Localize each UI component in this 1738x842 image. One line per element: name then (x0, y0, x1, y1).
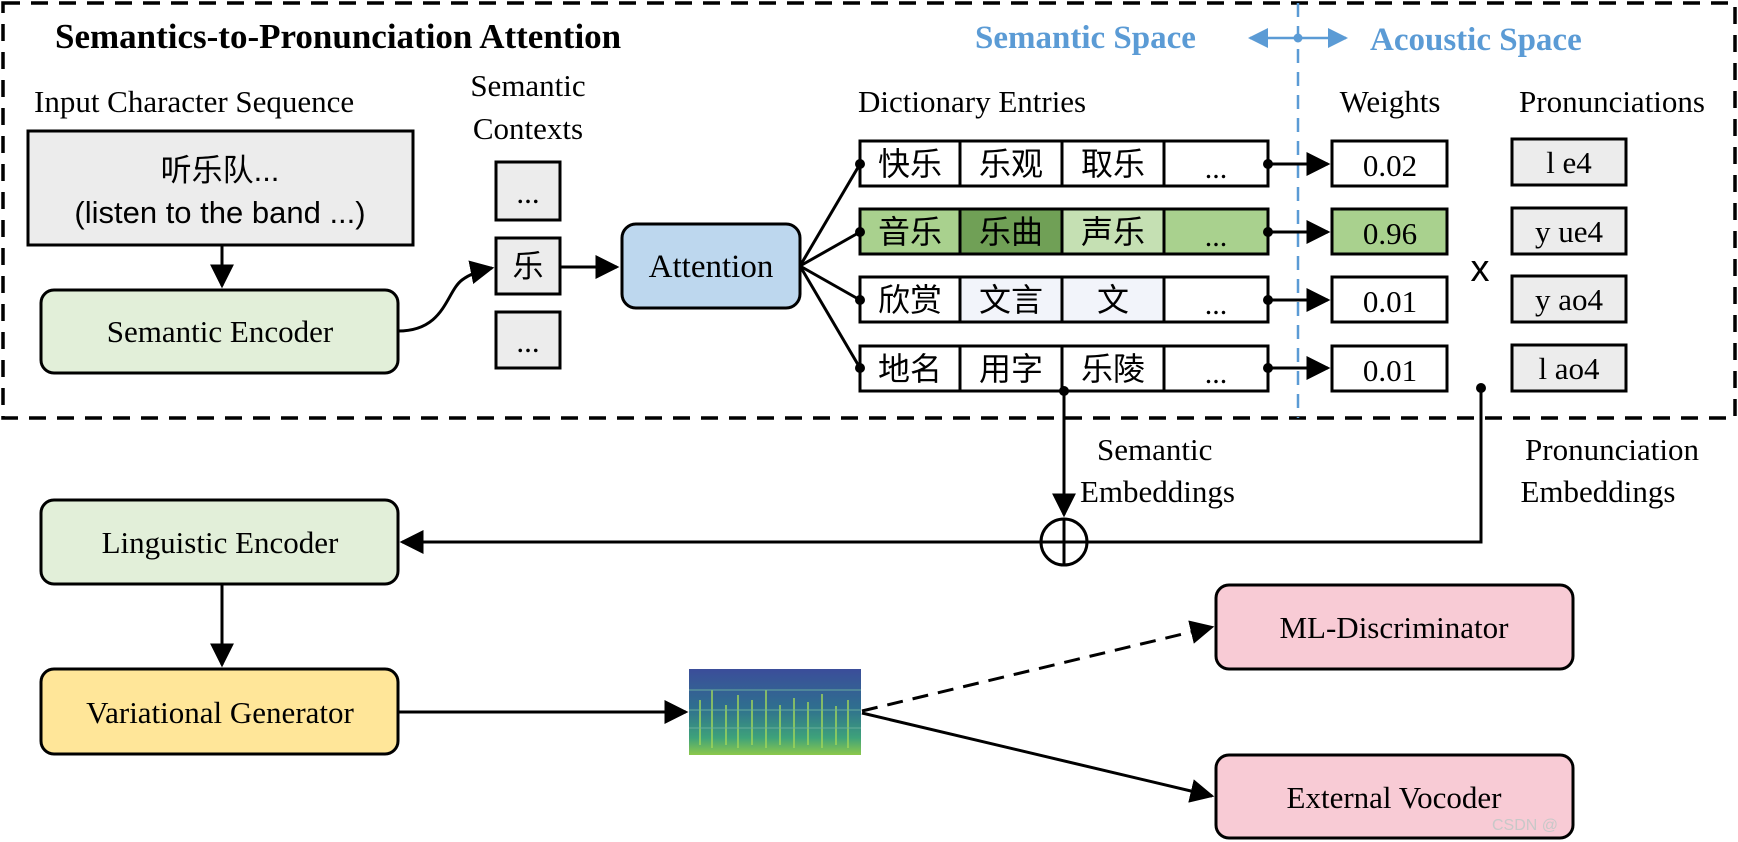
context-cell-middle (494, 236, 562, 296)
weights-label: Weights (1340, 84, 1441, 119)
linguistic-encoder-label: Linguistic Encoder (102, 525, 339, 560)
dict-cell-text: 欣赏 (878, 282, 942, 318)
dict-cell (1060, 139, 1166, 188)
dict-cell (1162, 139, 1270, 188)
external-vocoder-label: External Vocoder (1287, 780, 1503, 815)
dict-cell-text: 声乐 (1081, 214, 1145, 250)
context-cell-middle-text: 乐 (513, 249, 544, 284)
attention-link-row-4 (798, 265, 862, 369)
dict-cell-text: 地名 (878, 351, 942, 387)
multiply-symbol: x (1471, 248, 1490, 290)
spectrogram-to-discriminator-arrow (861, 620, 1215, 713)
dict-cell (1162, 275, 1270, 324)
dict-cell-text: 乐曲 (979, 214, 1043, 250)
dict-cell (1060, 207, 1166, 256)
dictionary-entries-label: Dictionary Entries (858, 84, 1086, 119)
pronunciation-embeddings-label-2: Embeddings (1521, 474, 1676, 509)
encoder-to-contexts-arrow (397, 260, 495, 333)
semantic-embeddings-label-2: Embeddings (1080, 474, 1235, 509)
dict-cell-text: 取乐 (1081, 146, 1145, 182)
dict-cell (958, 139, 1064, 188)
dict-cell-text: ... (1205, 357, 1228, 390)
input-sequence-box (26, 129, 415, 247)
row-dot (855, 295, 865, 305)
pronunciation-value: l e4 (1546, 145, 1592, 180)
input-english-text: (listen to the band ...) (74, 195, 365, 230)
pronunciation-value: y ue4 (1535, 214, 1604, 249)
ml-discriminator-box (1214, 583, 1575, 671)
watermark-text: CSDN @ (1492, 817, 1558, 834)
dictionary-row-3: 欣赏 文言 文 ... (858, 275, 1270, 324)
dictionary-row-4: 地名 用字 乐陵 ... (858, 344, 1270, 393)
row-dot (855, 159, 865, 169)
external-vocoder-box (1214, 753, 1575, 840)
mel-spectrogram-image (689, 669, 861, 755)
row-dot (855, 227, 865, 237)
variational-generator-label: Variational Generator (86, 695, 354, 730)
weight-box (1330, 275, 1449, 324)
acoustic-space-label: Acoustic Space (1370, 22, 1582, 58)
weight-box (1330, 139, 1449, 188)
weight-box-highlighted (1330, 207, 1449, 256)
dict-cell-text: ... (1205, 152, 1228, 185)
dict-cell (1060, 275, 1166, 324)
context-cell-bottom (494, 310, 562, 370)
row-dot (855, 363, 865, 373)
space-arrow-dot (1293, 33, 1303, 43)
dictionary-row-2: 音乐 乐曲 声乐 ... (858, 207, 1270, 256)
pronunciations-label: Pronunciations (1519, 84, 1705, 119)
dict-cell-text: 乐陵 (1081, 351, 1145, 387)
attention-link-row-1 (798, 163, 862, 267)
dict-cell-text: 文言 (979, 282, 1043, 318)
spectrogram-to-vocoder-arrow (861, 711, 1215, 803)
context-cell-top (494, 160, 562, 222)
semantic-encoder-label: Semantic Encoder (107, 314, 334, 349)
dict-cell (1162, 207, 1270, 256)
weight-value: 0.96 (1363, 216, 1417, 251)
pronunciation-embeddings-label-1: Pronunciation (1525, 432, 1699, 467)
dict-cell-text: 用字 (979, 351, 1043, 387)
dict-cell-text: ... (1205, 220, 1228, 253)
ml-discriminator-label: ML-Discriminator (1279, 610, 1509, 645)
attention-label: Attention (649, 249, 774, 285)
dict-cell-text: 文 (1097, 282, 1129, 318)
dict-cell-text: 音乐 (878, 214, 942, 250)
context-cell-top-text: ... (516, 175, 539, 210)
dict-cell (958, 207, 1064, 256)
pronunciation-value: l ao4 (1538, 351, 1600, 386)
dict-cell-text: ... (1205, 288, 1228, 321)
attention-link-row-3 (799, 264, 861, 302)
context-cell-bottom-text: ... (516, 324, 539, 359)
semantic-space-label: Semantic Space (975, 20, 1196, 56)
weight-value: 0.02 (1363, 148, 1417, 183)
dict-cell-text: 快乐 (878, 146, 942, 182)
semantic-embeddings-label-1: Semantic (1097, 432, 1212, 467)
input-sequence-label: Input Character Sequence (34, 84, 354, 119)
pronunciation-embeddings-line (1087, 388, 1483, 544)
weight-value: 0.01 (1363, 284, 1417, 319)
attention-link-row-2 (799, 230, 861, 268)
semantic-contexts-label-1: Semantic (470, 68, 585, 103)
pronunciation-value: y ao4 (1535, 282, 1604, 317)
dictionary-row-1: 快乐 乐观 取乐 ... (858, 139, 1270, 188)
input-chinese-text: 听乐队... (161, 153, 280, 188)
dict-cell-text: 乐观 (979, 146, 1043, 182)
pronunciation-box (1510, 343, 1628, 393)
weight-value: 0.01 (1363, 353, 1417, 388)
linguistic-encoder-box (39, 498, 400, 586)
semantic-contexts-label-2: Contexts (473, 111, 583, 146)
weight-box (1330, 344, 1449, 393)
pronunciation-box (1510, 137, 1628, 187)
pronunciation-box (1510, 274, 1628, 324)
pronunciation-box (1510, 206, 1628, 256)
dict-cell (858, 207, 962, 256)
module-title: Semantics-to-Pronunciation Attention (55, 17, 621, 56)
attention-module-frame (1, 1, 1737, 420)
